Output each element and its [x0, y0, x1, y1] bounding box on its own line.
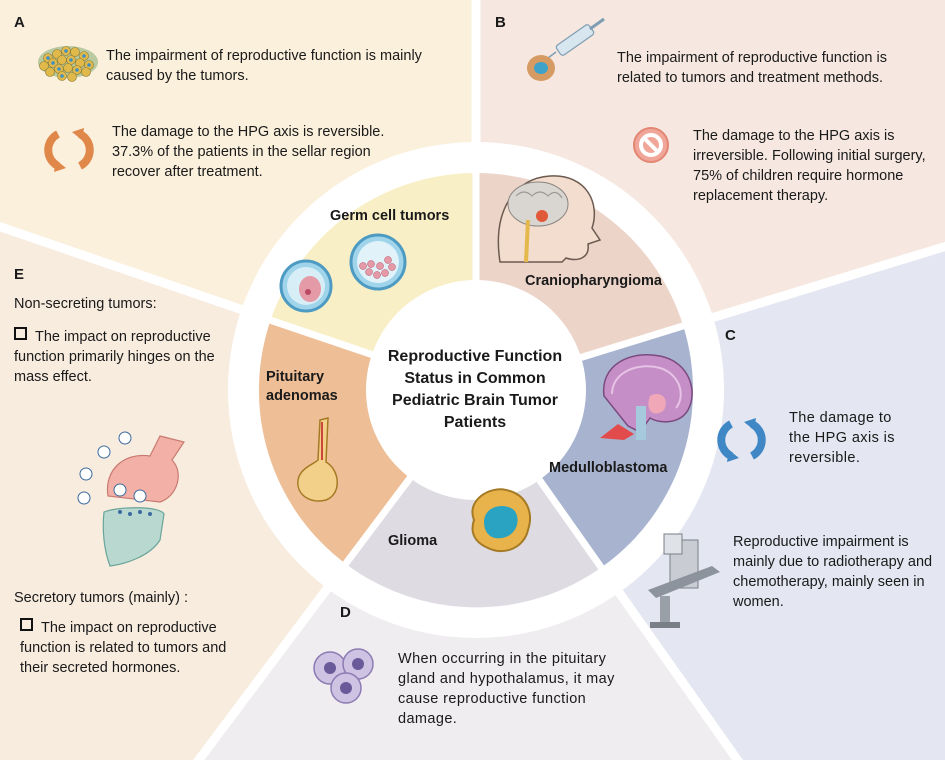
section-B-text-2: The damage to the HPG axis is irreversib… [693, 128, 926, 204]
glioma-cluster-icon [313, 648, 374, 704]
section-E-bullet-2-text: The impact on reproductive function is r… [20, 620, 227, 676]
section-C-text-2: Reproductive impairment is mainly due to… [733, 534, 933, 610]
synapse-icon [77, 431, 185, 567]
germ-cell-icon [279, 233, 407, 313]
reversible-arrows-icon [44, 130, 94, 170]
segment-label-medullo: Medulloblastoma [549, 460, 668, 476]
checkbox-bullet-icon [14, 327, 27, 340]
injection-icon [527, 17, 605, 81]
radiotherapy-machine-icon [648, 533, 720, 628]
section-E-bullet-2: The impact on reproductive function is r… [20, 618, 256, 678]
tumor-cells-icon [38, 46, 98, 82]
segment-label-glioma: Glioma [388, 533, 438, 549]
prohibited-icon [633, 127, 669, 163]
section-C-letter: C [725, 327, 736, 344]
brain-head-icon [497, 175, 602, 263]
section-D-text: When occurring in the pituitary gland an… [398, 651, 615, 727]
section-A-text-2: The damage to the HPG axis is reversible… [112, 124, 385, 180]
reversible-arrows-icon [717, 420, 766, 460]
segment-label-pituitary: Pituitary adenomas [266, 369, 338, 404]
section-E-bullet-1-text: The impact on reproductive function prim… [14, 329, 215, 385]
section-B-text-1: The impairment of reproductive function … [617, 50, 887, 86]
section-C-text-1: The damage to the HPG axis is reversible… [789, 410, 895, 466]
pituitary-gland-icon [297, 417, 338, 502]
section-E-letter: E [14, 266, 25, 283]
brain-section-icon [600, 354, 693, 440]
center-title: Reproductive Function Status in Common P… [387, 348, 563, 431]
section-B-letter: B [495, 14, 506, 31]
checkbox-bullet-icon [20, 618, 33, 631]
section-A-letter: A [14, 14, 25, 31]
segment-label-cranio: Craniopharyngioma [525, 273, 662, 289]
section-E-heading-1: Non-secreting tumors: [14, 296, 157, 312]
section-D-letter: D [340, 604, 351, 621]
section-A-text-1: The impairment of reproductive function … [106, 48, 422, 84]
glioma-cell-icon [471, 488, 531, 553]
section-E-bullet-1: The impact on reproductive function prim… [14, 327, 244, 387]
section-E-heading-2: Secretory tumors (mainly) : [14, 590, 189, 606]
segment-label-germ: Germ cell tumors [330, 208, 450, 224]
